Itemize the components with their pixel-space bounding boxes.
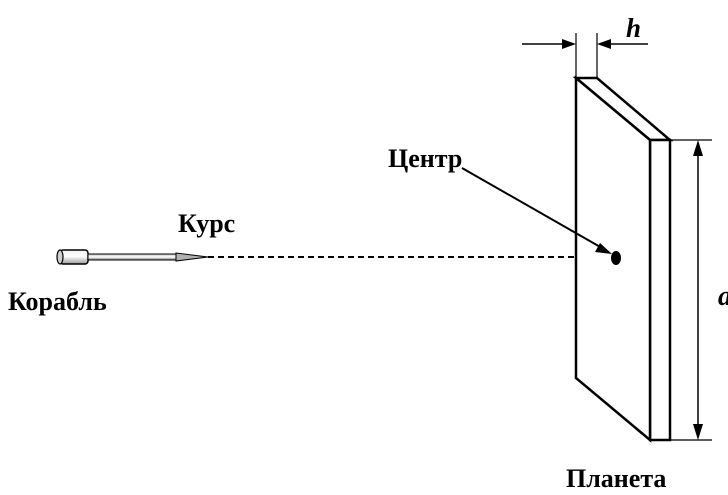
planet-label: Планета bbox=[566, 464, 666, 493]
center-pointer-head bbox=[595, 243, 612, 254]
ship-body bbox=[59, 249, 89, 265]
height-arrow-top bbox=[693, 140, 703, 156]
slab-side-face bbox=[648, 138, 672, 442]
thickness-label: h bbox=[626, 13, 641, 43]
height-arrow-bottom bbox=[693, 424, 703, 440]
height-dimension bbox=[670, 139, 712, 441]
center-pointer-line bbox=[461, 167, 603, 249]
ship-icon bbox=[56, 249, 209, 265]
height-label: a bbox=[718, 281, 728, 312]
ship-label: Корабль bbox=[8, 287, 107, 316]
thickness-arrow-left-head bbox=[562, 39, 576, 49]
planet-slab bbox=[572, 75, 674, 443]
center-dot bbox=[611, 251, 621, 265]
course-label: Курс bbox=[178, 209, 235, 238]
ship-trail bbox=[87, 253, 177, 261]
course-arrow-head bbox=[175, 252, 209, 262]
center-label: Центр bbox=[388, 144, 462, 173]
thickness-dimension bbox=[522, 33, 648, 78]
thickness-arrow-right-head bbox=[597, 39, 611, 49]
ship-nose bbox=[56, 249, 64, 265]
